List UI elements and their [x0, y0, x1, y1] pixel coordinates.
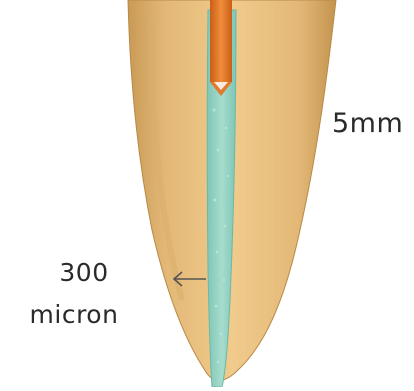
- length-label: 5mm: [332, 108, 403, 139]
- endodontic-file: [210, 0, 232, 82]
- width-value-label: 300: [34, 258, 134, 287]
- width-unit-label: micron: [14, 300, 134, 329]
